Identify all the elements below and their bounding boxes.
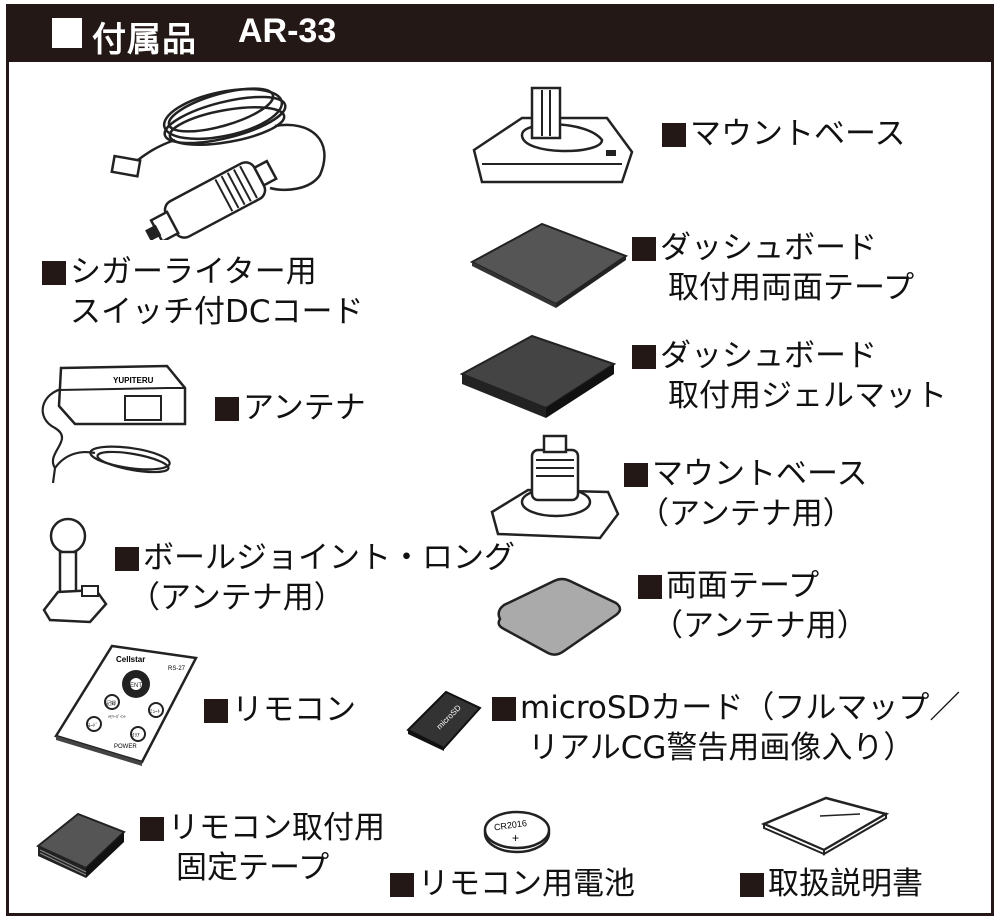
label-mount-base: マウントベース <box>662 114 905 154</box>
battery-line1: リモコン用電池 <box>418 866 635 902</box>
remote-enter-text: ENT <box>130 683 142 689</box>
remote-btn-left-text: 記録 <box>106 700 116 707</box>
header-bar: 付属品 AR-33 <box>6 4 994 62</box>
bullet-square-icon <box>42 261 66 285</box>
dc-cord-line2: スイッチ付DCコード <box>70 294 364 330</box>
bullet-square-icon <box>632 237 656 261</box>
dc-cord-line1: シガーライター用 <box>70 254 317 290</box>
label-manual: 取扱説明書 <box>740 864 923 904</box>
bullet-square-icon <box>662 123 686 147</box>
tape-antenna-line1: 両面テープ <box>666 568 820 604</box>
label-battery: リモコン用電池 <box>390 864 635 904</box>
remote-btn-br-text: ｸﾘｱ <box>132 733 140 739</box>
battery-illustration: CR2016 + <box>483 810 551 854</box>
remote-power-text: POWER <box>114 744 137 750</box>
antenna-illustration: YUPITERU <box>41 364 187 484</box>
bullet-square-icon <box>140 817 164 841</box>
antenna-line1: アンテナ <box>243 390 366 426</box>
microsd-line1: microSDカード（フルマップ／ <box>520 690 961 726</box>
header-title: 付属品 <box>92 20 197 60</box>
remote-model-text: RS-27 <box>168 666 186 672</box>
ball-joint-line1: ボールジョイント・ロング <box>143 540 515 576</box>
antenna-brand-text: YUPITERU <box>113 376 154 385</box>
mount-base-illustration <box>472 86 634 184</box>
dash-tape-illustration <box>470 222 629 308</box>
bullet-square-icon <box>492 697 516 721</box>
label-dc-cord: シガーライター用 スイッチ付DCコード <box>42 252 364 332</box>
ball-joint-illustration <box>42 517 108 624</box>
manual-line1: 取扱説明書 <box>768 866 923 902</box>
dash-gel-line1: ダッシュボード <box>660 338 877 374</box>
header-model: AR-33 <box>238 12 337 50</box>
ball-joint-line2: （アンテナ用） <box>129 580 345 616</box>
battery-code-text: CR2016 <box>493 818 527 832</box>
label-antenna: アンテナ <box>215 388 366 428</box>
mount-base-antenna-line2: （アンテナ用） <box>638 496 854 532</box>
header-square-icon <box>52 18 82 48</box>
label-dash-tape: ダッシュボード 取付用両面テープ <box>632 228 914 308</box>
label-ball-joint: ボールジョイント・ロング （アンテナ用） <box>115 538 515 618</box>
mount-base-line1: マウントベース <box>690 116 906 152</box>
dash-gel-line2: 取付用ジェルマット <box>668 378 947 414</box>
bullet-square-icon <box>204 699 228 723</box>
label-tape-antenna: 両面テープ （アンテナ用） <box>638 566 868 646</box>
label-microsd: microSDカード（フルマップ／ リアルCG警告用画像入り） <box>492 688 960 768</box>
remote-btn-right-text: ﾐｭｰﾄ <box>150 709 161 715</box>
label-remote-tape: リモコン取付用 固定テープ <box>140 808 385 888</box>
label-remote: リモコン <box>204 690 356 730</box>
manual-illustration <box>760 796 890 856</box>
dash-tape-line2: 取付用両面テープ <box>668 270 915 306</box>
remote-tape-line1: リモコン取付用 <box>168 810 385 846</box>
tape-antenna-illustration <box>497 577 622 656</box>
dc-cord-illustration <box>110 87 326 240</box>
label-mount-base-antenna: マウントベース （アンテナ用） <box>624 454 867 534</box>
bullet-square-icon <box>215 397 239 421</box>
tape-antenna-line2: （アンテナ用） <box>652 608 868 644</box>
bullet-square-icon <box>624 463 648 487</box>
bullet-square-icon <box>390 873 414 897</box>
battery-plus-text: + <box>512 831 519 845</box>
remote-tape-line2: 固定テープ <box>176 850 330 886</box>
bullet-square-icon <box>115 547 139 571</box>
mount-base-antenna-line1: マウントベース <box>652 456 868 492</box>
microsd-illustration: microSD <box>406 690 482 751</box>
remote-line1: リモコン <box>232 692 356 728</box>
bullet-square-icon <box>632 345 656 369</box>
bullet-square-icon <box>638 575 662 599</box>
bullet-square-icon <box>740 873 764 897</box>
microsd-line2: リアルCG警告用画像入り） <box>528 730 915 766</box>
label-dash-gel: ダッシュボード 取付用ジェルマット <box>632 336 947 416</box>
gel-mat-illustration <box>459 334 617 418</box>
remote-illustration: Cellstar RS-27 ENT 記録 ﾐｭｰﾄ ﾓｰﾄﾞ ｸﾘｱ ﾒﾓﾘｰ… <box>54 644 198 766</box>
remote-brand-text: Cellstar <box>116 655 145 664</box>
remote-mid-text: ﾒﾓﾘｰﾎﾟｲﾝﾄ <box>108 713 126 719</box>
dash-tape-line1: ダッシュボード <box>660 230 877 266</box>
remote-tape-illustration <box>36 812 126 878</box>
mount-base-antenna-illustration <box>490 434 620 540</box>
remote-btn-bl-text: ﾓｰﾄﾞ <box>88 722 98 729</box>
